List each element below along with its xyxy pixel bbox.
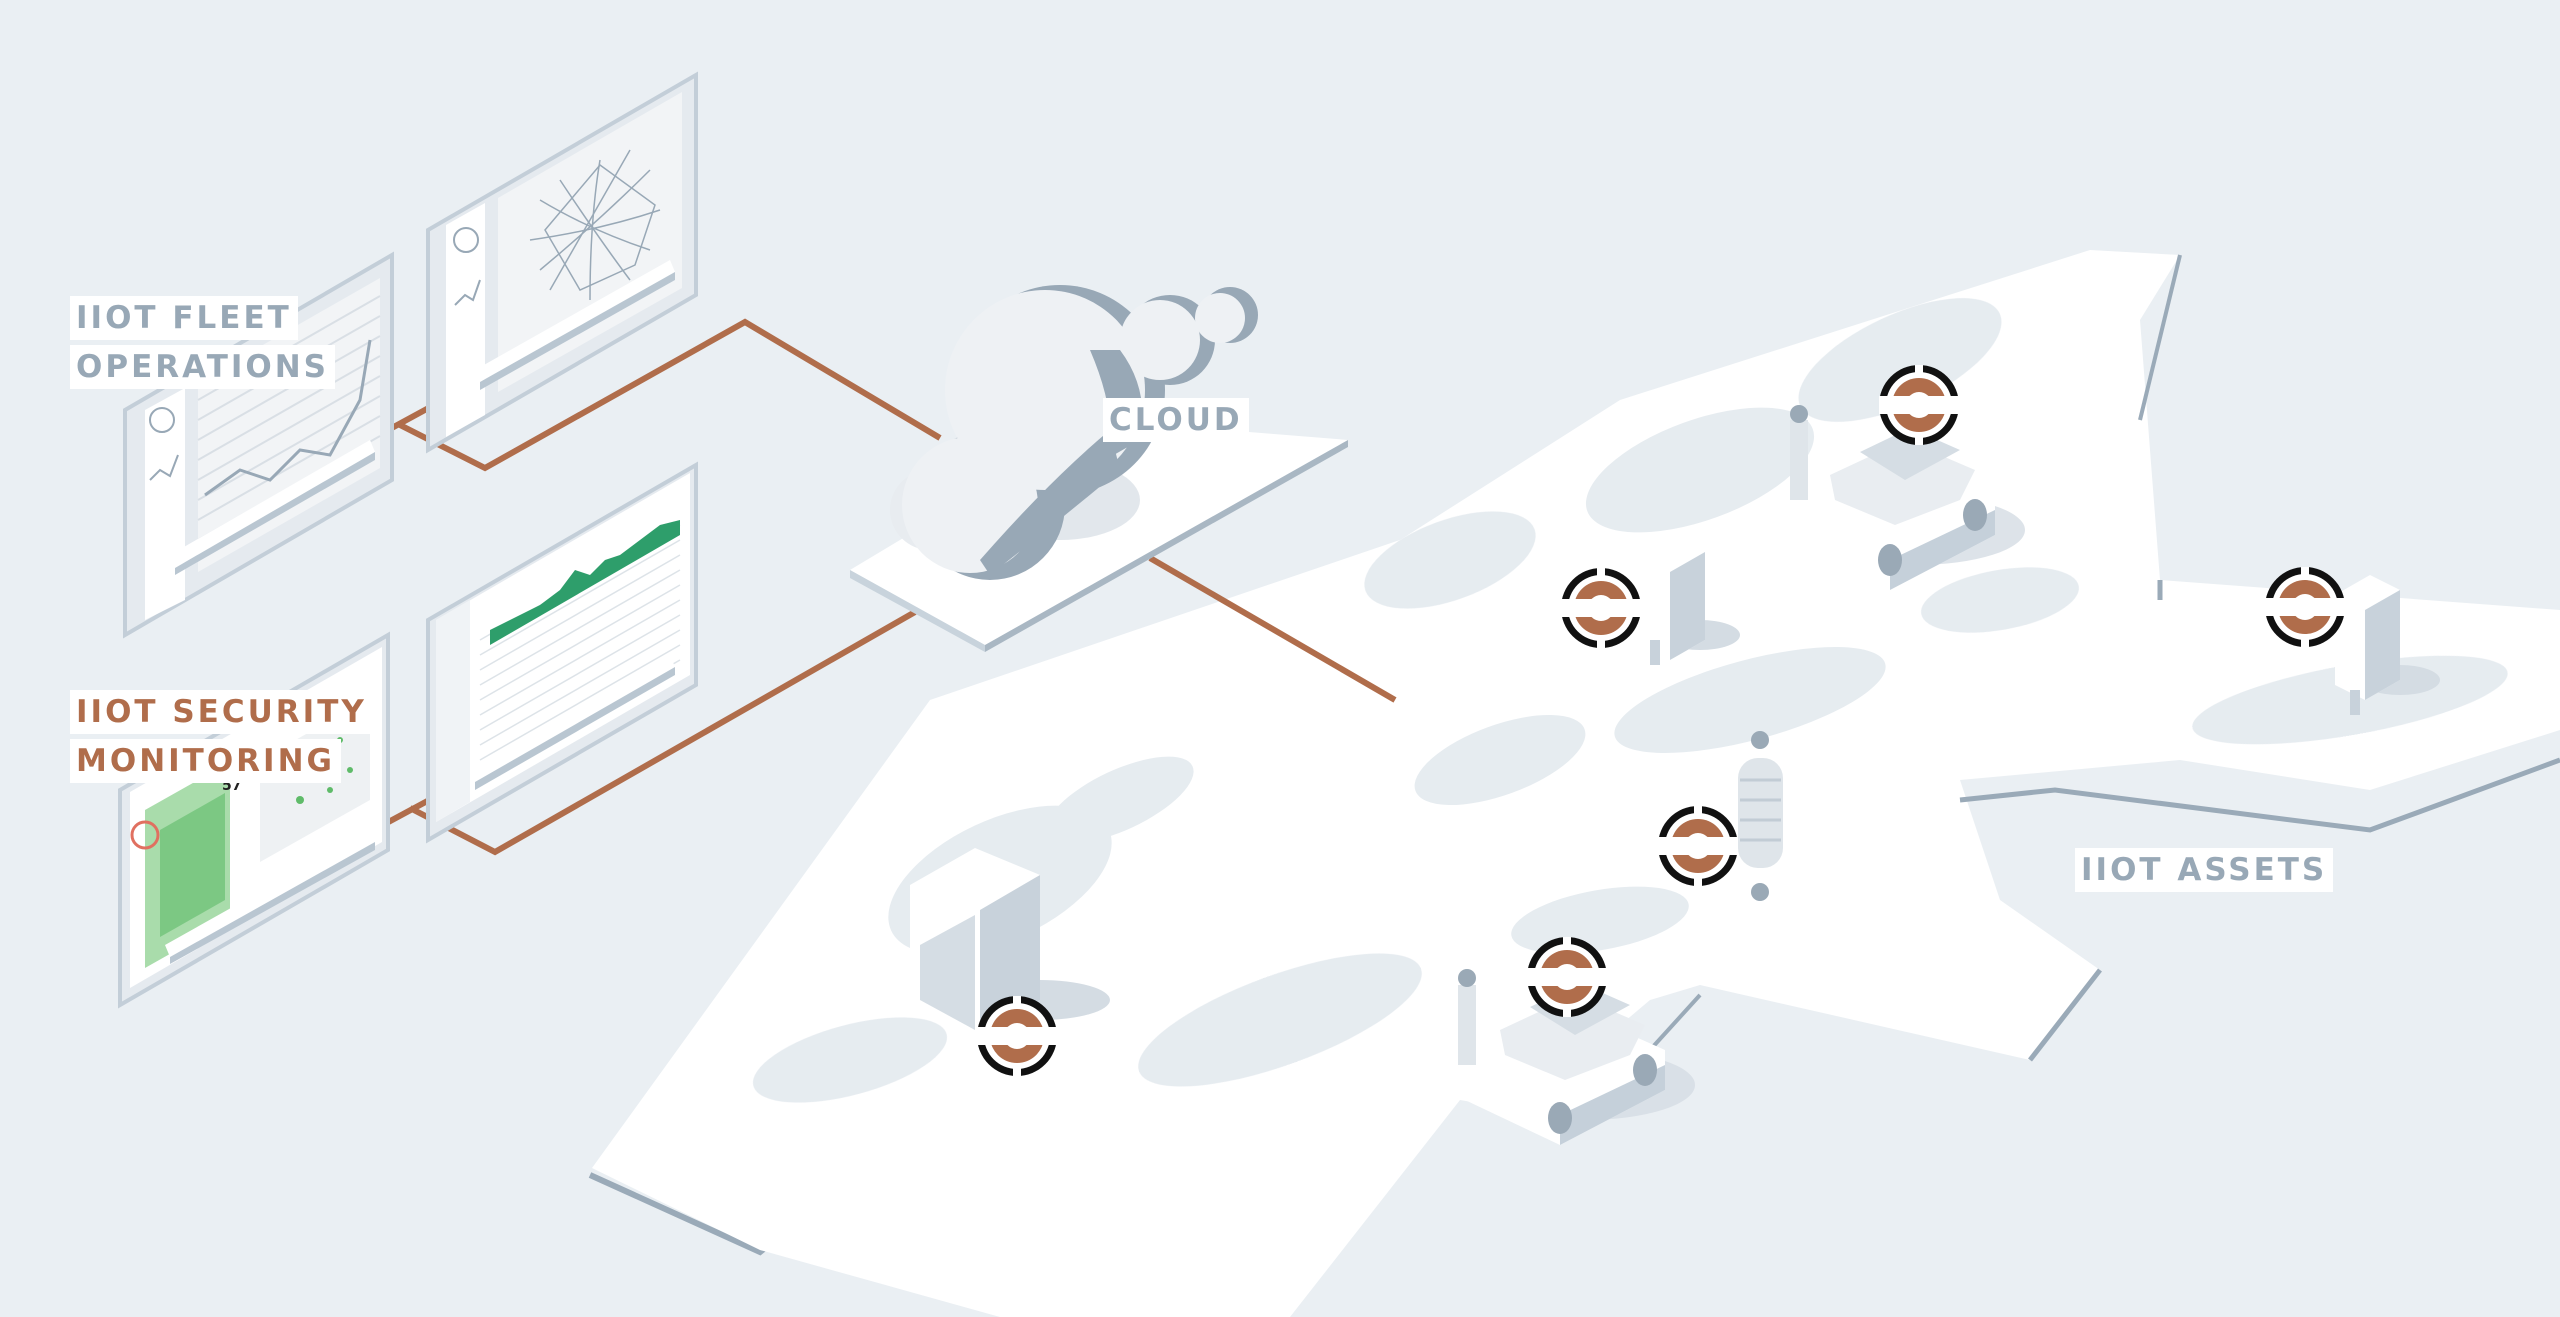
- shield-badge-icon-4: [1658, 806, 1738, 886]
- shield-badge-icon-3: [2265, 567, 2345, 647]
- iiot-assets-label-text: IIOT ASSETS: [2075, 848, 2334, 892]
- shield-badge-icon-2: [1561, 568, 1641, 648]
- fleet-monitor-right: [426, 71, 698, 454]
- shield-badge-icon-6: [977, 996, 1057, 1076]
- fleet-label-line2: OPERATIONS: [70, 345, 336, 389]
- shield-badge-icon-5: [1527, 937, 1607, 1017]
- car-icon-north: [1790, 405, 2025, 590]
- charging-station-icon-center: [1645, 540, 1740, 665]
- cloud-label-text: CLOUD: [1103, 398, 1249, 442]
- security-monitoring-label: IIOT SECURITY MONITORING: [70, 690, 373, 788]
- security-label-line2: MONITORING: [70, 739, 341, 783]
- charging-station-icon-east: [2335, 575, 2440, 715]
- cloud-label: CLOUD: [1103, 398, 1249, 447]
- europe-map-platform: [588, 250, 2560, 1317]
- iiot-assets-label: IIOT ASSETS: [2075, 848, 2334, 897]
- shield-badge-icon-1: [1879, 365, 1959, 445]
- fleet-label-line1: IIOT FLEET: [70, 296, 298, 340]
- security-monitor-right: [426, 461, 698, 844]
- battery-stack-icon: [1738, 731, 1783, 901]
- security-label-line1: IIOT SECURITY: [70, 690, 373, 734]
- fleet-operations-label: IIOT FLEET OPERATIONS: [70, 296, 336, 394]
